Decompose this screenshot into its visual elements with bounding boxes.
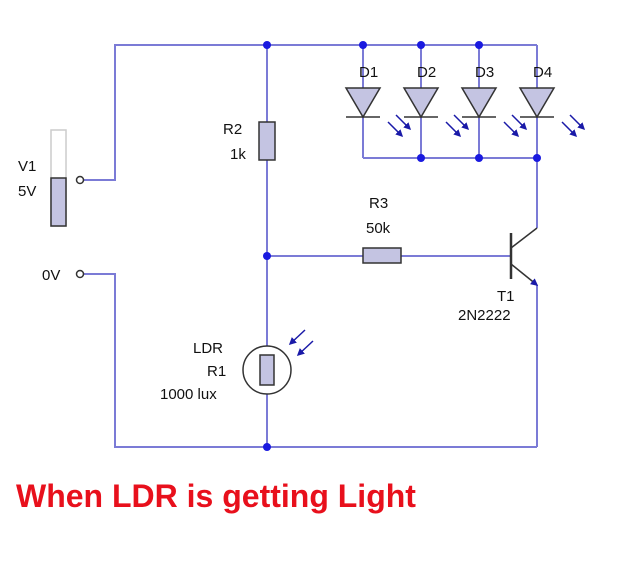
light-arrow-icon <box>503 121 520 138</box>
resistor-r2: R2 1k <box>223 121 276 163</box>
junction-dot <box>359 41 367 49</box>
voltage-source-v1: V1 5V 0V <box>18 129 85 284</box>
junction-dot <box>263 252 271 260</box>
junction-dot <box>263 443 271 451</box>
caption-title: When LDR is getting Light <box>16 478 416 514</box>
led-label: D4 <box>533 64 552 81</box>
transistor-name-label: T1 <box>497 288 515 305</box>
transistor-collector-lead <box>510 227 538 249</box>
light-arrow-icon <box>445 121 462 138</box>
light-arrow-icon <box>288 329 306 346</box>
junction-dot <box>417 41 425 49</box>
ldr-type-label: LDR <box>193 340 223 357</box>
led-d4: D4 <box>518 64 586 138</box>
transistor-t1: T1 2N2222 <box>458 227 539 324</box>
light-arrow-icon <box>395 114 412 131</box>
resistor-r2-body <box>258 121 276 161</box>
terminal-ground <box>75 269 85 279</box>
junctions <box>263 41 541 451</box>
source-level-fill <box>50 177 67 227</box>
led-d1: D1 <box>344 64 412 138</box>
source-name-label: V1 <box>18 158 36 175</box>
led-label: D1 <box>359 64 378 81</box>
transistor-part-label: 2N2222 <box>458 307 511 324</box>
junction-dot <box>475 41 483 49</box>
wires <box>84 44 538 448</box>
terminal-positive <box>75 175 85 185</box>
led-d3: D3 <box>460 64 528 138</box>
junction-dot <box>263 41 271 49</box>
source-voltage-label: 5V <box>18 183 36 200</box>
ldr-value-label: 1000 lux <box>160 386 217 403</box>
wire-top-rail <box>84 44 537 181</box>
ldr-r1: LDR R1 1000 lux <box>160 329 314 403</box>
r3-name-label: R3 <box>369 195 388 212</box>
light-arrow-icon <box>453 114 470 131</box>
led-label: D3 <box>475 64 494 81</box>
r2-value-label: 1k <box>230 146 246 163</box>
resistor-r3: R3 50k <box>362 195 402 264</box>
ldr-name-label: R1 <box>207 363 226 380</box>
light-arrow-icon <box>569 114 586 131</box>
wire-ground-rail <box>84 273 537 448</box>
r3-value-label: 50k <box>366 220 391 237</box>
diode-triangle <box>402 87 440 119</box>
light-arrow-icon <box>387 121 404 138</box>
resistor-r3-body <box>362 247 402 264</box>
diode-triangle <box>518 87 556 119</box>
light-arrow-icon <box>561 121 578 138</box>
led-label: D2 <box>417 64 436 81</box>
diode-triangle <box>344 87 382 119</box>
ldr-body <box>259 354 275 386</box>
transistor-emitter-lead <box>510 263 539 286</box>
ground-label: 0V <box>42 267 60 284</box>
led-d2: D2 <box>402 64 470 138</box>
r2-name-label: R2 <box>223 121 242 138</box>
light-arrow-icon <box>511 114 528 131</box>
diode-triangle <box>460 87 498 119</box>
junction-dot <box>417 154 425 162</box>
junction-dot <box>533 154 541 162</box>
light-arrow-icon <box>296 340 314 357</box>
junction-dot <box>475 154 483 162</box>
